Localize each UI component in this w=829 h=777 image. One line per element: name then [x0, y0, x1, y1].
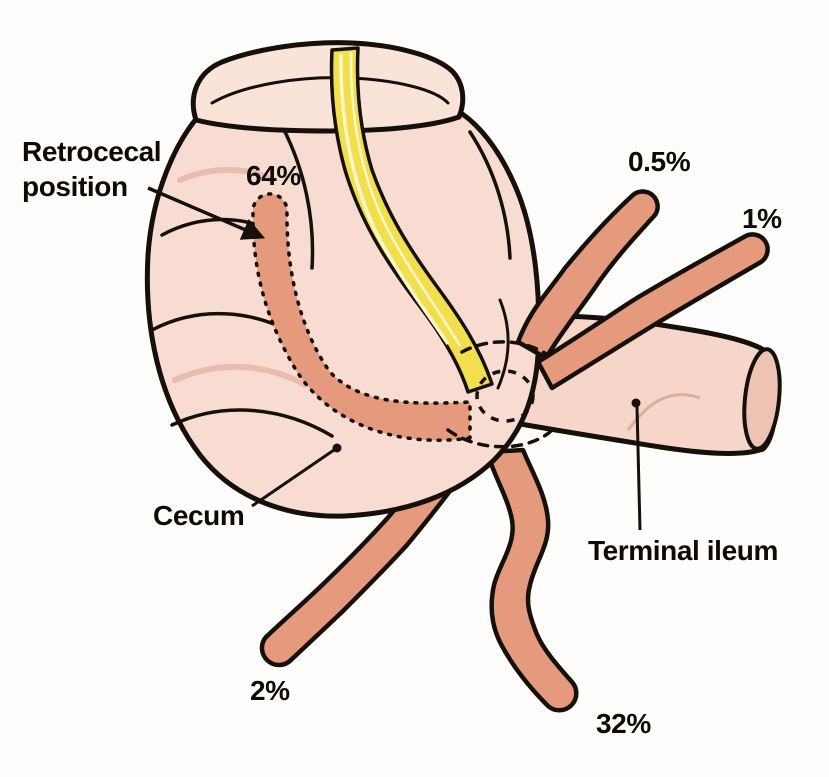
- ileum-cut-opening: [742, 347, 782, 451]
- percentage-retrocecal: 64%: [246, 160, 301, 191]
- retrocecal-arrow-line: [147, 186, 266, 240]
- cecum-leader-dot: [332, 443, 342, 453]
- taenia-highlight: [349, 51, 462, 347]
- percentage-postileal: 0.5%: [628, 146, 691, 177]
- appendix-pelvic-shape: [484, 447, 579, 713]
- terminal-ileum-leader-line: [631, 398, 642, 531]
- appendix-retrocecal-shape: [251, 192, 472, 442]
- haustral-shading: [177, 166, 275, 183]
- haustral-fold: [170, 408, 334, 438]
- percentage-subcecal: 2%: [250, 675, 290, 706]
- retrocecal-position-label-line2: position: [22, 171, 128, 202]
- haustral-shading: [172, 363, 308, 388]
- terminal-ileum-label: Terminal ileum: [588, 535, 778, 566]
- retrocecal-position-label-line1: Retrocecal: [22, 136, 162, 167]
- cecum-label: Cecum: [153, 500, 245, 531]
- appendix-postileal-shape: [515, 189, 660, 361]
- haustral-fold: [280, 124, 315, 270]
- terminal-ileum-leader-dot: [631, 398, 641, 408]
- percentage-pelvic: 32%: [596, 708, 651, 739]
- appendix-preileal-shape: [535, 232, 770, 391]
- cecum-shape: [144, 107, 542, 519]
- percentage-preileal: 1%: [742, 203, 782, 234]
- taenia-coli-band: [329, 46, 494, 394]
- taenia-highlight: [339, 53, 450, 345]
- ileum-fold-line: [626, 393, 701, 431]
- haustral-fold: [496, 298, 510, 390]
- colon-cut-rim: [190, 40, 466, 134]
- appendix-base-dashed-lines: [446, 340, 552, 449]
- haustral-fold: [468, 130, 512, 260]
- cecum-leader-line: [251, 443, 342, 508]
- retrocecal-position-label: Retrocecal position: [22, 134, 162, 204]
